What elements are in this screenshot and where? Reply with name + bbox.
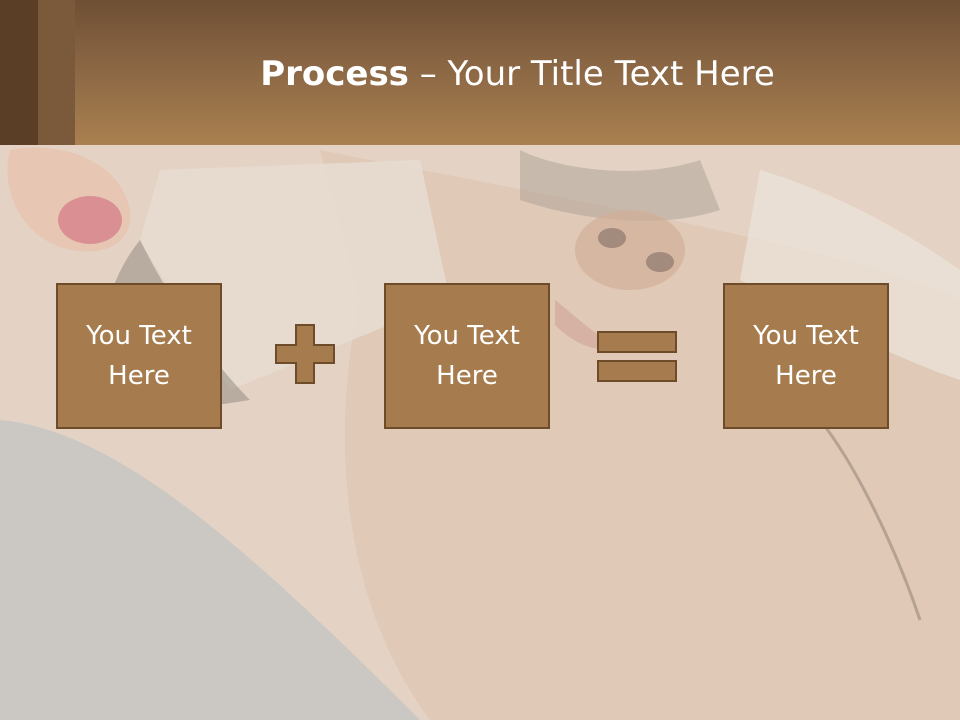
title-bar: Process – Your Title Text Here <box>0 0 960 145</box>
process-box-3[interactable]: You Text Here <box>723 283 889 429</box>
slide-title-rest: – Your Title Text Here <box>408 54 775 94</box>
slide-title-bold: Process <box>260 54 409 94</box>
process-box-2-label: You Text Here <box>414 321 520 391</box>
process-box-3-label: You Text Here <box>753 321 859 391</box>
equals-icon <box>597 331 677 382</box>
plus-icon <box>275 324 335 384</box>
title-bar-accent-mid <box>38 0 75 145</box>
slide-title[interactable]: Process – Your Title Text Here <box>75 52 960 96</box>
process-box-2[interactable]: You Text Here <box>384 283 550 429</box>
process-box-1-label: You Text Here <box>86 321 192 391</box>
process-box-1[interactable]: You Text Here <box>56 283 222 429</box>
title-bar-accent-dark <box>0 0 38 145</box>
